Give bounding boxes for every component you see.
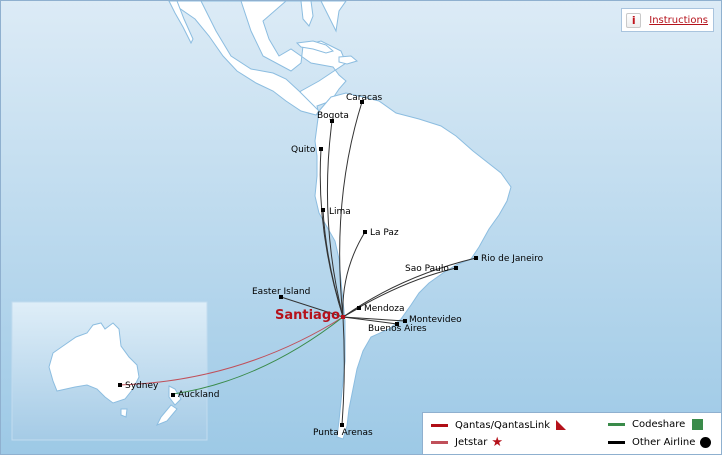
star-icon: ★	[491, 434, 504, 450]
city-label-sydney[interactable]: Sydney	[125, 381, 159, 391]
circle-icon	[700, 437, 712, 448]
city-label-sao-paulo[interactable]: Sao Paulo	[405, 264, 449, 274]
hub-marker	[341, 315, 345, 319]
city-label-punta-arenas[interactable]: Punta Arenas	[313, 428, 373, 438]
florida	[300, 1, 314, 27]
route-sydney-qantas	[119, 316, 344, 386]
triangle-icon	[556, 420, 567, 430]
city-label-montevideo[interactable]: Montevideo	[409, 315, 462, 325]
legend-label-other: Other Airline	[632, 437, 696, 448]
legend-label-codeshare: Codeshare	[632, 419, 686, 430]
baja-peninsula	[168, 1, 194, 45]
legend-item-other-airline: Other Airline	[608, 437, 712, 448]
australia-landmass	[48, 322, 140, 404]
legend-line-other	[608, 441, 625, 444]
city-label-auckland[interactable]: Auckland	[178, 390, 220, 400]
legend-item-codeshare: Codeshare	[608, 419, 704, 430]
city-label-easter-island[interactable]: Easter Island	[252, 287, 311, 297]
route-auckland-codeshare	[172, 316, 344, 395]
legend-line-jetstar	[431, 441, 448, 444]
square-icon	[692, 419, 704, 430]
city-markers	[118, 100, 478, 427]
legend-item-jetstar: Jetstar ★	[431, 434, 504, 450]
instructions-link[interactable]: Instructions	[649, 14, 708, 26]
city-label-la-paz[interactable]: La Paz	[370, 228, 399, 238]
city-label-rio-de-janeiro[interactable]: Rio de Janeiro	[481, 254, 544, 264]
city-label-lima[interactable]: Lima	[329, 207, 351, 217]
hispaniola	[338, 55, 359, 65]
south-america-landmass	[314, 92, 512, 440]
mexico-landmass	[168, 1, 320, 116]
info-icon: i	[626, 12, 642, 28]
route-lines	[280, 101, 477, 426]
legend-item-qantas: Qantas/QantasLink	[431, 419, 567, 431]
city-label-mendoza[interactable]: Mendoza	[364, 304, 405, 314]
legend: Qantas/QantasLink Codeshare Jetstar ★ Ot…	[422, 412, 721, 454]
city-label-caracas[interactable]: Caracas	[346, 93, 383, 103]
instructions-button[interactable]: i Instructions	[621, 8, 714, 32]
city-label-buenos-aires[interactable]: Buenos Aires	[368, 324, 427, 334]
hub-label-santiago[interactable]: Santiago	[275, 308, 341, 323]
city-label-bogota[interactable]: Bogota	[317, 111, 349, 121]
new-zealand-south	[155, 404, 178, 426]
tasmania	[120, 408, 128, 418]
legend-label-jetstar: Jetstar	[455, 437, 488, 448]
legend-line-codeshare	[608, 423, 625, 426]
legend-label-qantas: Qantas/QantasLink	[455, 419, 551, 431]
legend-line-qantas	[431, 423, 448, 427]
cuba	[295, 40, 335, 54]
city-label-quito[interactable]: Quito	[291, 145, 316, 155]
